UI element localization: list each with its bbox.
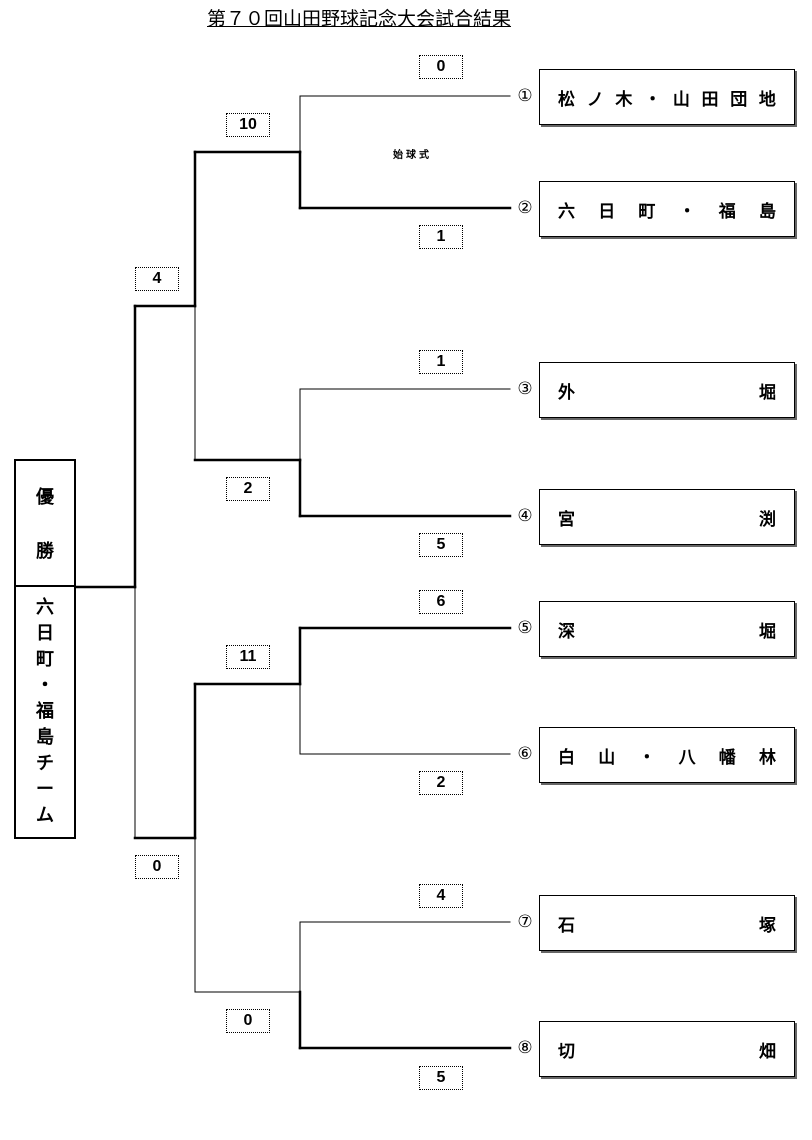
team-number: ④ <box>517 506 533 526</box>
team-name-char: 林 <box>758 747 776 768</box>
score-box: 0 <box>419 55 463 79</box>
champion-team-char: ・ <box>36 675 54 696</box>
team-name-char: 田 <box>701 89 719 110</box>
score-box: 4 <box>419 884 463 908</box>
team-name: 切 畑 <box>558 1022 776 1076</box>
team-number: ② <box>517 198 533 218</box>
champion-heading-char: 優 <box>36 487 54 508</box>
team-name-char: 石 <box>558 915 575 936</box>
score-box: 0 <box>135 855 179 879</box>
team-name-char: 八 <box>678 747 696 768</box>
team-name-char: 堀 <box>759 621 776 642</box>
score-box: 1 <box>419 350 463 374</box>
team-name-char: 島 <box>758 201 776 222</box>
team-name: 外 堀 <box>558 363 776 417</box>
team-name-char: 渕 <box>759 509 776 530</box>
team-name-char: 団 <box>730 89 748 110</box>
team-box-1: 松 ノ 木 ・ 山 田 団 地 <box>539 69 795 125</box>
team-box-2: 六 日 町 ・ 福 島 <box>539 181 795 237</box>
team-name: 深 堀 <box>558 602 776 656</box>
team-name-char: 木 <box>615 89 633 110</box>
team-name-char: 切 <box>558 1041 575 1062</box>
team-box-8: 切 畑 <box>539 1021 795 1077</box>
team-number: ⑥ <box>517 744 533 764</box>
team-box-3: 外 堀 <box>539 362 795 418</box>
team-box-6: 白 山 ・ 八 幡 林 <box>539 727 795 783</box>
champion-team-char: ー <box>36 779 54 800</box>
team-name-char: 福 <box>718 201 736 222</box>
team-name-char: 畑 <box>759 1041 776 1062</box>
champion-team-char: ム <box>36 805 54 826</box>
champion-team-char: チ <box>36 753 54 774</box>
score-box: 10 <box>226 113 270 137</box>
team-name-char: 白 <box>558 747 575 768</box>
champion-team-char: 町 <box>36 649 54 670</box>
team-name-char: 地 <box>758 89 776 110</box>
team-name-char: ノ <box>586 89 604 110</box>
champion-heading-char: 勝 <box>36 541 54 562</box>
team-name-char: ・ <box>678 201 696 222</box>
champion-team-char: 島 <box>36 727 54 748</box>
team-number: ③ <box>517 379 533 399</box>
champion-team-char: 福 <box>36 701 54 722</box>
team-name-char: 塚 <box>759 915 776 936</box>
team-name: 宮 渕 <box>558 490 776 544</box>
team-name-char: 山 <box>598 747 616 768</box>
team-name: 石 塚 <box>558 896 776 950</box>
team-name-char: 日 <box>598 201 616 222</box>
team-name-char: 宮 <box>558 509 575 530</box>
team-name-char: 幡 <box>718 747 736 768</box>
team-box-4: 宮 渕 <box>539 489 795 545</box>
score-box: 2 <box>226 477 270 501</box>
page-title: 第７０回山田野球記念大会試合結果 <box>207 8 512 30</box>
team-box-5: 深 堀 <box>539 601 795 657</box>
score-box: 4 <box>135 267 179 291</box>
score-box: 11 <box>226 645 270 669</box>
team-name: 白 山 ・ 八 幡 林 <box>558 728 776 782</box>
team-number: ⑤ <box>517 618 533 638</box>
team-name-char: 松 <box>558 89 575 110</box>
team-name-char: 堀 <box>759 382 776 403</box>
team-name: 松 ノ 木 ・ 山 田 団 地 <box>558 70 776 124</box>
first-pitch-ceremony-label: 始球式 <box>393 150 432 161</box>
score-box: 6 <box>419 590 463 614</box>
score-box: 0 <box>226 1009 270 1033</box>
team-number: ⑧ <box>517 1038 533 1058</box>
team-number: ① <box>517 86 533 106</box>
team-name-char: 深 <box>558 621 575 642</box>
team-name-char: 町 <box>638 201 656 222</box>
team-name-char: 六 <box>558 201 575 222</box>
team-number: ⑦ <box>517 912 533 932</box>
champion-heading: 優 勝 <box>14 459 76 587</box>
score-box: 2 <box>419 771 463 795</box>
champion-team: 六 日 町 ・ 福 島 チ ー ム <box>14 587 76 839</box>
score-box: 1 <box>419 225 463 249</box>
champion-team-char: 日 <box>36 623 54 644</box>
team-box-7: 石 塚 <box>539 895 795 951</box>
champion-team-char: 六 <box>36 597 54 618</box>
team-name: 六 日 町 ・ 福 島 <box>558 182 776 236</box>
team-name-char: 山 <box>672 89 690 110</box>
score-box: 5 <box>419 1066 463 1090</box>
team-name-char: 外 <box>558 382 575 403</box>
team-name-char: ・ <box>644 89 662 110</box>
score-box: 5 <box>419 533 463 557</box>
team-name-char: ・ <box>638 747 656 768</box>
